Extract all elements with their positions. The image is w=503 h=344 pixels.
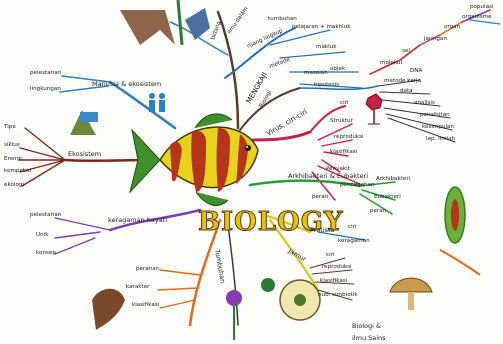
dolphin-icon	[92, 289, 125, 330]
bottom-note-line2: ilmu Sains	[352, 334, 386, 342]
ekosistem-child-0: Tipe	[3, 124, 16, 130]
jamur-child-3: hub. simbiotik	[318, 292, 358, 298]
virus-child-1: Struktur	[330, 118, 354, 124]
top-label-2: tumbuhan	[268, 16, 297, 22]
flower-icon	[226, 290, 242, 340]
haiwan-child-0: pelestarian	[30, 212, 62, 218]
ekosistem-child-4: ekologi	[4, 182, 24, 188]
metode-child-5: lap. ilmiah	[426, 136, 456, 142]
bacteria-icon	[445, 187, 465, 243]
hierarchy-label-1: organisme	[462, 14, 492, 20]
manusia-child-0: pelestarian	[30, 70, 62, 76]
top-label-0: bidang	[210, 20, 222, 40]
mengkaji-sub-label: Biologi	[259, 89, 274, 109]
virus-child-0: ciri	[340, 100, 349, 106]
metode-child-2: analisis	[414, 100, 435, 106]
haiwan-label: keragaman hayati	[108, 216, 167, 224]
jamur-child-0: ciri	[326, 252, 335, 258]
virus-icon	[366, 94, 382, 124]
tumbuhan-label: Tumbuhan	[213, 248, 227, 284]
tumbuhan-child-0: peranan	[136, 266, 160, 272]
bottom-note-line1: Biologi &	[352, 322, 381, 330]
hierarchy-label-5: molekul	[380, 60, 402, 66]
virus-child-2: reproduksi	[334, 134, 364, 140]
ekosistem-child-1: siklus	[4, 142, 20, 148]
hierarchy-label-0: populasi	[470, 4, 494, 10]
haiwan-child-2: konsep	[36, 250, 56, 256]
metode-child-0: metode kerja	[384, 78, 421, 84]
jamur-child-1: reproduksi	[322, 264, 352, 270]
hierarchy-label-6: DNA	[410, 68, 422, 74]
protista-label: Protista	[310, 226, 335, 234]
metode-child-1: data	[400, 88, 413, 94]
jamur-child-2: klasifikasi	[320, 278, 348, 284]
top-label-1: ilmu dalam	[227, 6, 250, 35]
bakteri-child-2: peran	[370, 208, 387, 214]
top-label-7: metode	[269, 57, 292, 70]
top-label-8: masalah	[304, 70, 328, 76]
top-label-3: pelajaran + makhluk	[292, 24, 351, 30]
tumbuhan-child-1: karakter	[126, 284, 150, 290]
bakteri-child-0: Arkhibakteri	[376, 176, 411, 182]
mushroom-icon	[390, 278, 432, 310]
ekosistem-label: Ekosistem	[68, 150, 101, 158]
tumbuhan-child-2: klasifikasi	[132, 302, 160, 308]
hierarchy-label-2: organ	[444, 24, 461, 30]
top-label-9: hipotesis	[314, 82, 339, 88]
volcano-illustration	[70, 110, 98, 135]
virus-child-5: pencegahan	[340, 182, 375, 188]
hierarchy-label-4: sel	[402, 48, 410, 54]
top-label-5: makluk	[316, 44, 337, 50]
haiwan-child-1: Unik	[36, 232, 49, 238]
ekosistem-child-2: Energi	[4, 156, 22, 162]
metode-child-4: kesimpulan	[422, 124, 454, 130]
metode-child-3: penafsiran	[420, 112, 450, 118]
protozoa-icon	[261, 278, 320, 320]
bakteri-label: Arkhibakteri & Eubakteri	[288, 172, 368, 180]
orange-sketch-icon	[440, 250, 480, 275]
ekosistem-child-3: kompetisi	[4, 168, 32, 174]
protista-child-0: ciri	[348, 224, 357, 230]
virus-child-3: klasifikasi	[330, 149, 358, 155]
jamur-label: Jamur	[286, 246, 308, 263]
manusia-label: Manusia & ekosistem	[92, 80, 161, 88]
top-label-6: objek	[330, 66, 346, 72]
hierarchy-label-3: jaringan	[423, 36, 447, 42]
people-icon	[149, 93, 165, 112]
protista-child-1: keragaman	[338, 238, 370, 244]
virus-child-6: peran	[312, 194, 329, 200]
tree-illustration	[120, 0, 210, 45]
bakteri-child-1: Eubakteri	[374, 194, 401, 200]
manusia-child-1: lingkungan	[30, 86, 61, 92]
